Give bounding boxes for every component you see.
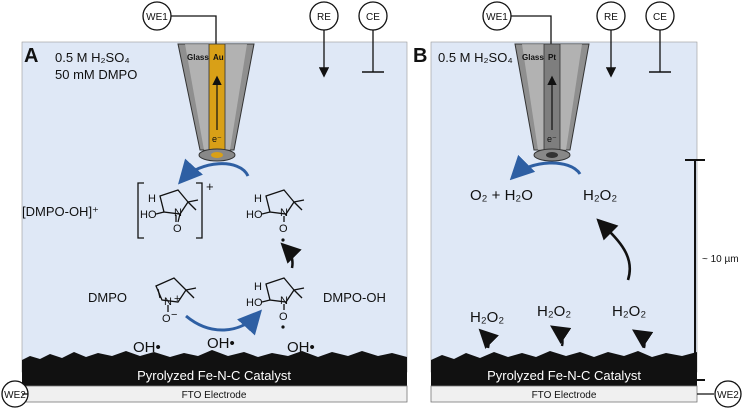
adduct-label: [DMPO-OH]⁺ — [22, 204, 99, 219]
svg-text:O: O — [173, 223, 182, 235]
svg-text:O: O — [279, 311, 288, 323]
catalyst-label-a: Pyrolyzed Fe-N-C Catalyst — [137, 368, 291, 383]
svg-text:H: H — [254, 281, 262, 293]
tip-glass-label-a: Glass — [187, 53, 209, 62]
oh-radical-3: OH• — [287, 339, 315, 356]
svg-text:N: N — [164, 296, 172, 308]
h2o2-label-2: H₂O₂ — [537, 303, 571, 320]
oxidation-arrow-a — [177, 158, 250, 185]
svg-text:O: O — [162, 313, 171, 325]
sg-tip-a — [177, 43, 255, 162]
dmpo-oh-structure-lower: H HO N O — [246, 277, 305, 329]
h2o2-label-1: H₂O₂ — [470, 309, 504, 326]
electrolyte-label-b: 0.5 M H₂SO₄ — [438, 50, 513, 65]
we2-label-left: WE2 — [4, 390, 26, 401]
electrolyte-label-a: 0.5 M H₂SO₄ — [55, 50, 130, 65]
svg-text:N: N — [280, 295, 288, 307]
svg-text:N: N — [280, 207, 288, 219]
svg-text:O: O — [279, 223, 288, 235]
dmpo-oh-label: DMPO-OH — [323, 290, 386, 305]
catalyst-layer-a — [22, 350, 407, 386]
tip-metal-label-a: Au — [213, 53, 224, 62]
oh-radical-1: OH• — [133, 339, 161, 356]
we2-label-right: WE2 — [717, 390, 739, 401]
products-label: O₂ + H₂O — [470, 187, 533, 204]
h2o2-label-top: H₂O₂ — [583, 187, 617, 204]
ce-label-b: CE — [653, 12, 667, 23]
ce-label-a: CE — [366, 12, 380, 23]
catalyst-label-b: Pyrolyzed Fe-N-C Catalyst — [487, 368, 641, 383]
svg-text:HO: HO — [246, 209, 263, 221]
svg-text:H: H — [254, 193, 262, 205]
panel-letter-b: B — [413, 45, 427, 67]
adduct-charge: + — [206, 179, 214, 194]
dmpo-structure: N + O − — [155, 277, 197, 325]
svg-text:HO: HO — [140, 209, 157, 221]
we1-label-b: WE1 — [486, 12, 508, 23]
tip-glass-label-b: Glass — [522, 53, 544, 62]
svg-text:N: N — [174, 207, 182, 219]
svg-text:−: − — [171, 309, 177, 321]
re-label-a: RE — [317, 12, 331, 23]
svg-text:H: H — [148, 193, 156, 205]
scale-label: ~ 10 µm — [702, 254, 739, 265]
dmpo-oh-structure-upper: H HO N O — [246, 189, 305, 242]
trapping-arrow-a — [185, 309, 263, 336]
catalyst-layer-b — [431, 351, 697, 386]
sg-tip-b — [514, 43, 590, 162]
panel-a: A 0.5 M H₂SO₄ 50 mM DMPO WE1 RE CE Glass… — [1, 1, 408, 408]
dmpo-concentration-label: 50 mM DMPO — [55, 67, 137, 82]
svg-text:+: + — [174, 293, 180, 305]
reduction-arrow-b — [509, 154, 582, 181]
panel-letter-a: A — [24, 45, 38, 67]
tip-metal-label-b: Pt — [548, 53, 556, 62]
re-label-b: RE — [604, 12, 618, 23]
we1-label-a: WE1 — [146, 12, 168, 23]
h2o2-label-3: H₂O₂ — [612, 303, 646, 320]
we2-terminal-right — [714, 380, 742, 408]
panel-b: B 0.5 M H₂SO₄ WE1 RE CE Glass Pt e⁻ O₂ +… — [413, 1, 742, 408]
oh-radical-2: OH• — [207, 335, 235, 352]
fto-label-b: FTO Electrode — [532, 390, 597, 401]
bracket-structure: H HO N O — [137, 182, 203, 239]
dmpo-label: DMPO — [88, 290, 127, 305]
scale-bar — [685, 159, 705, 381]
fto-label-a: FTO Electrode — [182, 390, 247, 401]
electron-label-b: e⁻ — [547, 134, 557, 144]
svg-text:HO: HO — [246, 297, 263, 309]
diffusion-arrow-long — [596, 218, 631, 281]
electron-label-a: e⁻ — [212, 134, 222, 144]
